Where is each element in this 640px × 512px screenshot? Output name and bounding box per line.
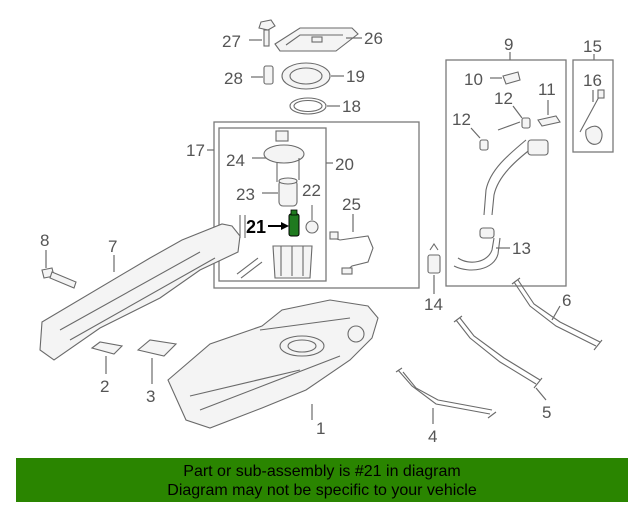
callout-28: 28 (224, 69, 243, 88)
info-banner: Part or sub-assembly is #21 in diagram D… (16, 458, 628, 502)
fuel-pump-flange-24 (263, 130, 305, 182)
banner-line-part: Part or sub-assembly is #21 in diagram (183, 463, 461, 480)
hose-clamp-10 (502, 71, 521, 85)
callout-16: 16 (583, 71, 602, 90)
callout-25: 25 (342, 195, 361, 214)
callout-13: 13 (512, 239, 531, 258)
leader-6 (551, 305, 561, 321)
callout-14: 14 (424, 295, 443, 314)
leader-5 (535, 387, 547, 401)
callout-12b: 12 (494, 89, 513, 108)
module-group-box (213, 121, 420, 289)
pump-cover-plate (274, 27, 359, 52)
heat-shield-7 (39, 223, 241, 361)
regulator-22 (305, 205, 319, 234)
callout-18: 18 (342, 97, 361, 116)
callout-20: 20 (335, 155, 354, 174)
callout-4: 4 (428, 427, 437, 446)
pump-subassembly-box (218, 127, 327, 282)
callout-21[interactable]: 21 (246, 217, 266, 237)
filler-neck-assembly (453, 139, 549, 271)
callout-11: 11 (538, 80, 556, 99)
callout-6: 6 (562, 291, 571, 310)
callout-7: 7 (108, 237, 117, 256)
pad-3 (136, 339, 178, 357)
pad-2 (90, 341, 124, 355)
callout-23: 23 (236, 185, 255, 204)
bolt-27 (258, 19, 276, 47)
callout-27: 27 (222, 32, 241, 51)
callout-17: 17 (186, 141, 205, 160)
lock-ring-19 (281, 62, 331, 90)
filler-group-box (445, 59, 567, 287)
gasket-18 (289, 97, 327, 115)
callout-12a: 12 (452, 110, 471, 129)
callout-5: 5 (542, 403, 551, 422)
callout-24: 24 (226, 151, 245, 170)
fuel-tank-1 (167, 299, 379, 429)
tank-strap-4 (395, 367, 497, 419)
pump-bracket (236, 215, 313, 279)
callout-2: 2 (100, 377, 109, 396)
callout-9: 9 (504, 35, 513, 54)
callout-26: 26 (364, 29, 383, 48)
callout-8: 8 (40, 231, 49, 250)
fuel-pump-21-highlighted (288, 209, 300, 237)
bolt-8 (41, 267, 77, 289)
callout-15: 15 (583, 37, 602, 56)
banner-line-disclaimer: Diagram may not be specific to your vehi… (167, 482, 477, 499)
leader-12a (470, 127, 481, 139)
leader-21-arrowhead (281, 222, 289, 230)
callout-22: 22 (302, 181, 321, 200)
callout-1: 1 (316, 419, 325, 438)
wire-harness-25 (329, 231, 374, 275)
leader-12b (512, 105, 523, 119)
callout-3: 3 (146, 387, 155, 406)
fuel-door-parts-16 (579, 89, 605, 145)
fuel-filter-23 (278, 177, 298, 207)
cap-group-box (572, 59, 614, 153)
filler-tube-11 (537, 115, 561, 127)
valve-14 (427, 243, 441, 274)
plug-28 (263, 65, 274, 85)
tank-strap-5 (453, 315, 543, 389)
callout-10: 10 (464, 70, 483, 89)
clamp-12 (479, 117, 531, 151)
callout-19: 19 (346, 67, 365, 86)
tank-strap-6 (511, 277, 603, 351)
